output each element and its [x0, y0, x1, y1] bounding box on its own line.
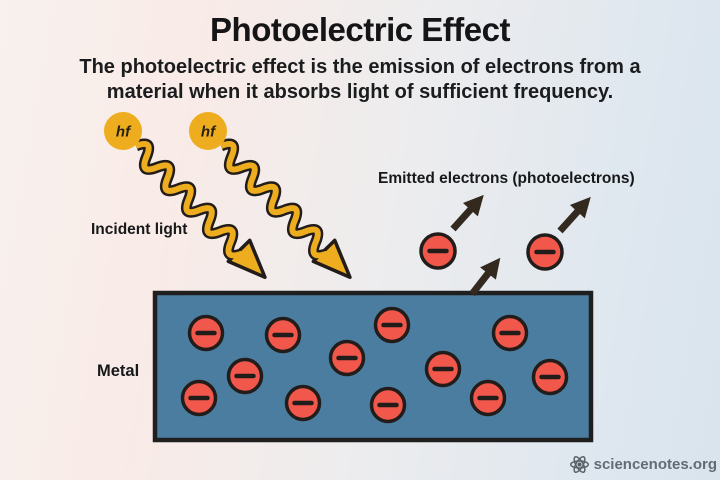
metal-electron: [531, 358, 569, 396]
emission-arrow: [450, 194, 484, 232]
metal-electron: [226, 357, 264, 395]
subtitle-line-1: The photoelectric effect is the emission…: [79, 56, 641, 78]
incident-light-label: Incident light: [91, 221, 188, 238]
watermark-text: sciencenotes.org: [593, 456, 717, 473]
light-wave-core: [219, 140, 328, 259]
emission-arrow-shaft: [450, 205, 475, 232]
light-wave-arrowhead: [226, 238, 267, 279]
metal-slab: [152, 290, 594, 443]
emission-arrow: [469, 257, 501, 297]
metal-electron: [469, 379, 507, 417]
metal-electron: [491, 314, 529, 352]
emitted-electrons-label: Emitted electrons (photoelectrons): [378, 170, 635, 187]
subtitle-line-2: material when it absorbs light of suffic…: [106, 81, 614, 103]
photon-circle: [189, 112, 227, 150]
emission-arrow-head: [462, 194, 484, 217]
photon: hf: [104, 112, 142, 150]
emission-arrow-head: [480, 257, 501, 280]
light-wave-core: [134, 140, 243, 259]
metal-electron: [373, 306, 411, 344]
metal-label: Metal: [97, 362, 140, 380]
metal-electron: [264, 316, 302, 354]
metal-electron: [284, 384, 322, 422]
atom-icon: [569, 455, 589, 474]
emission-arrow: [557, 196, 591, 234]
photon-label: hf: [201, 124, 217, 141]
photon-label: hf: [116, 124, 132, 141]
metal-electron: [369, 386, 407, 424]
emission-arrow-shaft: [469, 269, 492, 297]
metal-electron: [424, 350, 462, 388]
emission-arrow-head: [569, 196, 591, 219]
light-wave-arrow: [218, 138, 352, 279]
metal-electron: [180, 379, 218, 417]
photon-circle: [104, 112, 142, 150]
emitted-electron: [526, 233, 564, 271]
metal-electron: [187, 314, 225, 352]
watermark: sciencenotes.org: [569, 454, 717, 475]
emitted-electron: [419, 232, 457, 270]
metal-electron: [328, 339, 366, 377]
light-wave-arrow: [133, 138, 267, 279]
emission-arrow-shaft: [557, 207, 582, 234]
subtitle: The photoelectric effect is the emission…: [0, 55, 720, 105]
page-title: Photoelectric Effect: [210, 11, 510, 48]
photon: hf: [189, 112, 227, 150]
light-wave-arrowhead: [311, 238, 352, 279]
